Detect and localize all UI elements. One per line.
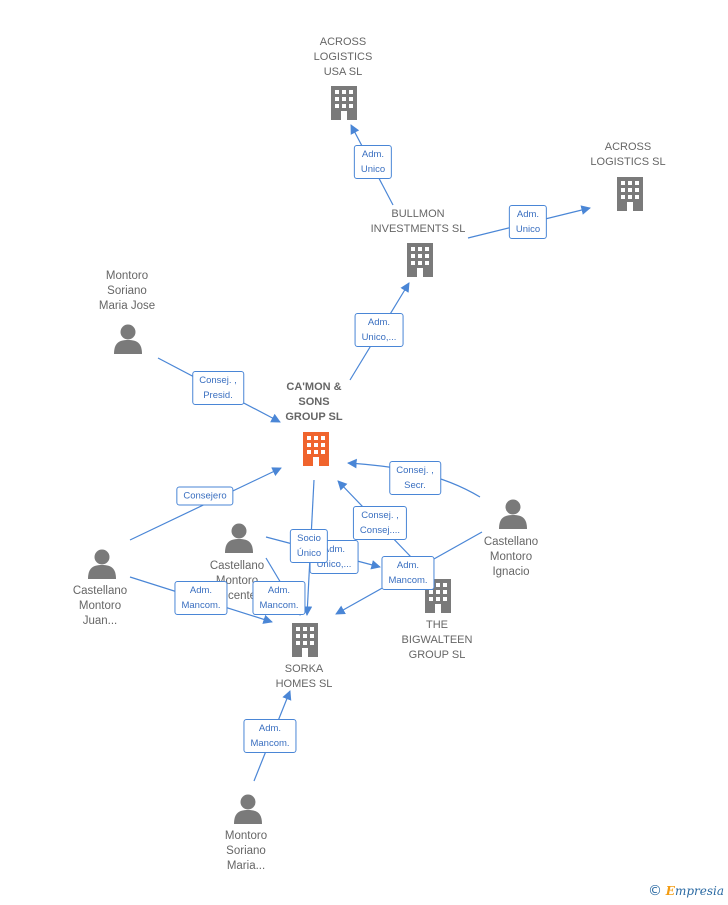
edge-label-vicente-sorka-mancom[interactable]: Adm.Mancom. (252, 581, 306, 615)
node-icons (88, 86, 643, 824)
node-across-usa-label[interactable]: ACROSS LOGISTICS USA SL (313, 36, 373, 78)
building-icon[interactable] (407, 243, 433, 277)
edge-label-maria-sorka[interactable]: Adm.Mancom. (243, 719, 297, 753)
person-icon[interactable] (499, 499, 527, 530)
building-icon[interactable] (303, 432, 329, 466)
copyright-icon: © (647, 883, 662, 899)
node-bigwalteen-label[interactable]: THE BIGWALTEEN GROUP SL (401, 619, 473, 661)
building-icon[interactable] (292, 623, 318, 657)
node-across-label[interactable]: ACROSS LOGISTICS SL (590, 141, 666, 168)
edge-label-juan-sorka[interactable]: Adm.Mancom. (174, 581, 228, 615)
node-montoro-maria-label[interactable]: Montoro Soriano Maria... (224, 830, 268, 872)
edge-label-bullmon-across-usa[interactable]: Adm.Unico (353, 145, 393, 179)
person-icon[interactable] (88, 549, 116, 580)
edge-label-ignacio-sorka[interactable]: Adm.Mancom. (381, 556, 435, 590)
person-icon[interactable] (225, 523, 253, 554)
person-icon[interactable] (234, 794, 262, 825)
node-castellano-ignacio-label[interactable]: Castellano Montoro Ignacio (483, 536, 539, 578)
edge-label-bigwalteen-camon[interactable]: Consej. ,Consej.... (352, 506, 408, 540)
node-bullmon-label[interactable]: BULLMON INVESTMENTS SL (370, 208, 466, 235)
edge-label-camon-bullmon[interactable]: Adm.Unico,... (354, 313, 404, 347)
edge-label-ignacio-camon-secr[interactable]: Consej. ,Secr. (389, 461, 441, 495)
node-sorka-label[interactable]: SORKA HOMES SL (275, 663, 333, 690)
node-castellano-juan-label[interactable]: Castellano Montoro Juan... (72, 585, 128, 627)
node-camon-label[interactable]: CA'MON & SONS GROUP SL (285, 381, 343, 423)
empresia-logo[interactable]: © Empresia (647, 883, 724, 899)
building-icon[interactable] (331, 86, 357, 120)
edge-label-jose-camon[interactable]: Consej. ,Presid. (192, 371, 244, 405)
edge-label-bullmon-across[interactable]: Adm.Unico (508, 205, 548, 239)
edge-label-juan-camon[interactable]: Consejero (176, 486, 234, 506)
node-montoro-jose-label[interactable]: Montoro Soriano Maria Jose (98, 270, 156, 312)
person-icon[interactable] (114, 324, 142, 355)
building-icon[interactable] (617, 177, 643, 211)
